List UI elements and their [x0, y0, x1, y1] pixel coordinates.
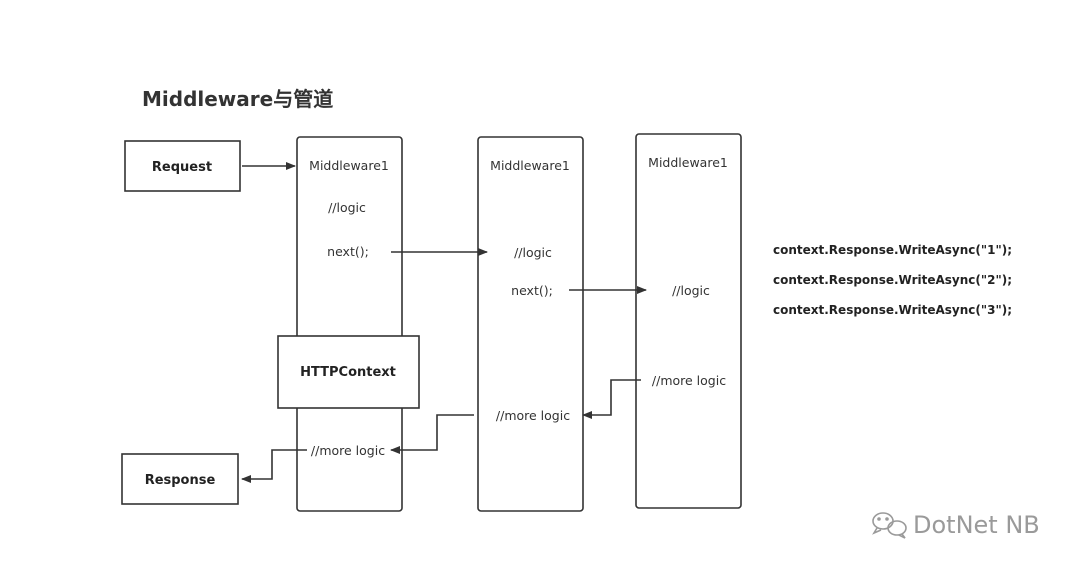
middleware-2-header: Middleware1: [490, 158, 570, 173]
response-label: Response: [145, 473, 216, 488]
middleware-column-3: Middleware1 //logic //more logic: [635, 133, 742, 509]
code-line-3: context.Response.WriteAsync("3");: [773, 303, 1012, 317]
code-line-1: context.Response.WriteAsync("1");: [773, 243, 1012, 257]
httpcontext-box: HTTPContext: [277, 335, 420, 409]
watermark: DotNet NB: [872, 511, 1040, 539]
middleware-column-1: Middleware1 //logic next(); //more logic: [296, 136, 403, 512]
middleware-1-next: next();: [327, 244, 369, 259]
code-line-2: context.Response.WriteAsync("2");: [773, 273, 1012, 287]
middleware-2-more-logic: //more logic: [496, 408, 570, 423]
wechat-icon: [872, 512, 907, 539]
watermark-text: DotNet NB: [913, 511, 1040, 539]
arrow-mw1-to-response: [241, 449, 307, 483]
middleware-3-more-logic: //more logic: [652, 373, 726, 388]
arrow-mw2-return-to-mw1: [390, 414, 474, 454]
middleware-1-logic: //logic: [328, 200, 366, 215]
middleware-1-more-logic: //more logic: [311, 443, 385, 458]
middleware-1-header: Middleware1: [309, 158, 389, 173]
request-box: Request: [124, 140, 241, 192]
httpcontext-label: HTTPContext: [300, 365, 396, 380]
response-box: Response: [121, 453, 239, 505]
arrow-mw3-return-to-mw2: [582, 379, 641, 419]
request-label: Request: [152, 160, 212, 175]
middleware-3-logic: //logic: [672, 283, 710, 298]
page-title: Middleware与管道: [142, 87, 333, 111]
middleware-2-next: next();: [511, 283, 553, 298]
middleware-2-logic: //logic: [514, 245, 552, 260]
middleware-column-2: Middleware1 //logic next(); //more logic: [477, 136, 584, 512]
middleware-3-header: Middleware1: [648, 155, 728, 170]
